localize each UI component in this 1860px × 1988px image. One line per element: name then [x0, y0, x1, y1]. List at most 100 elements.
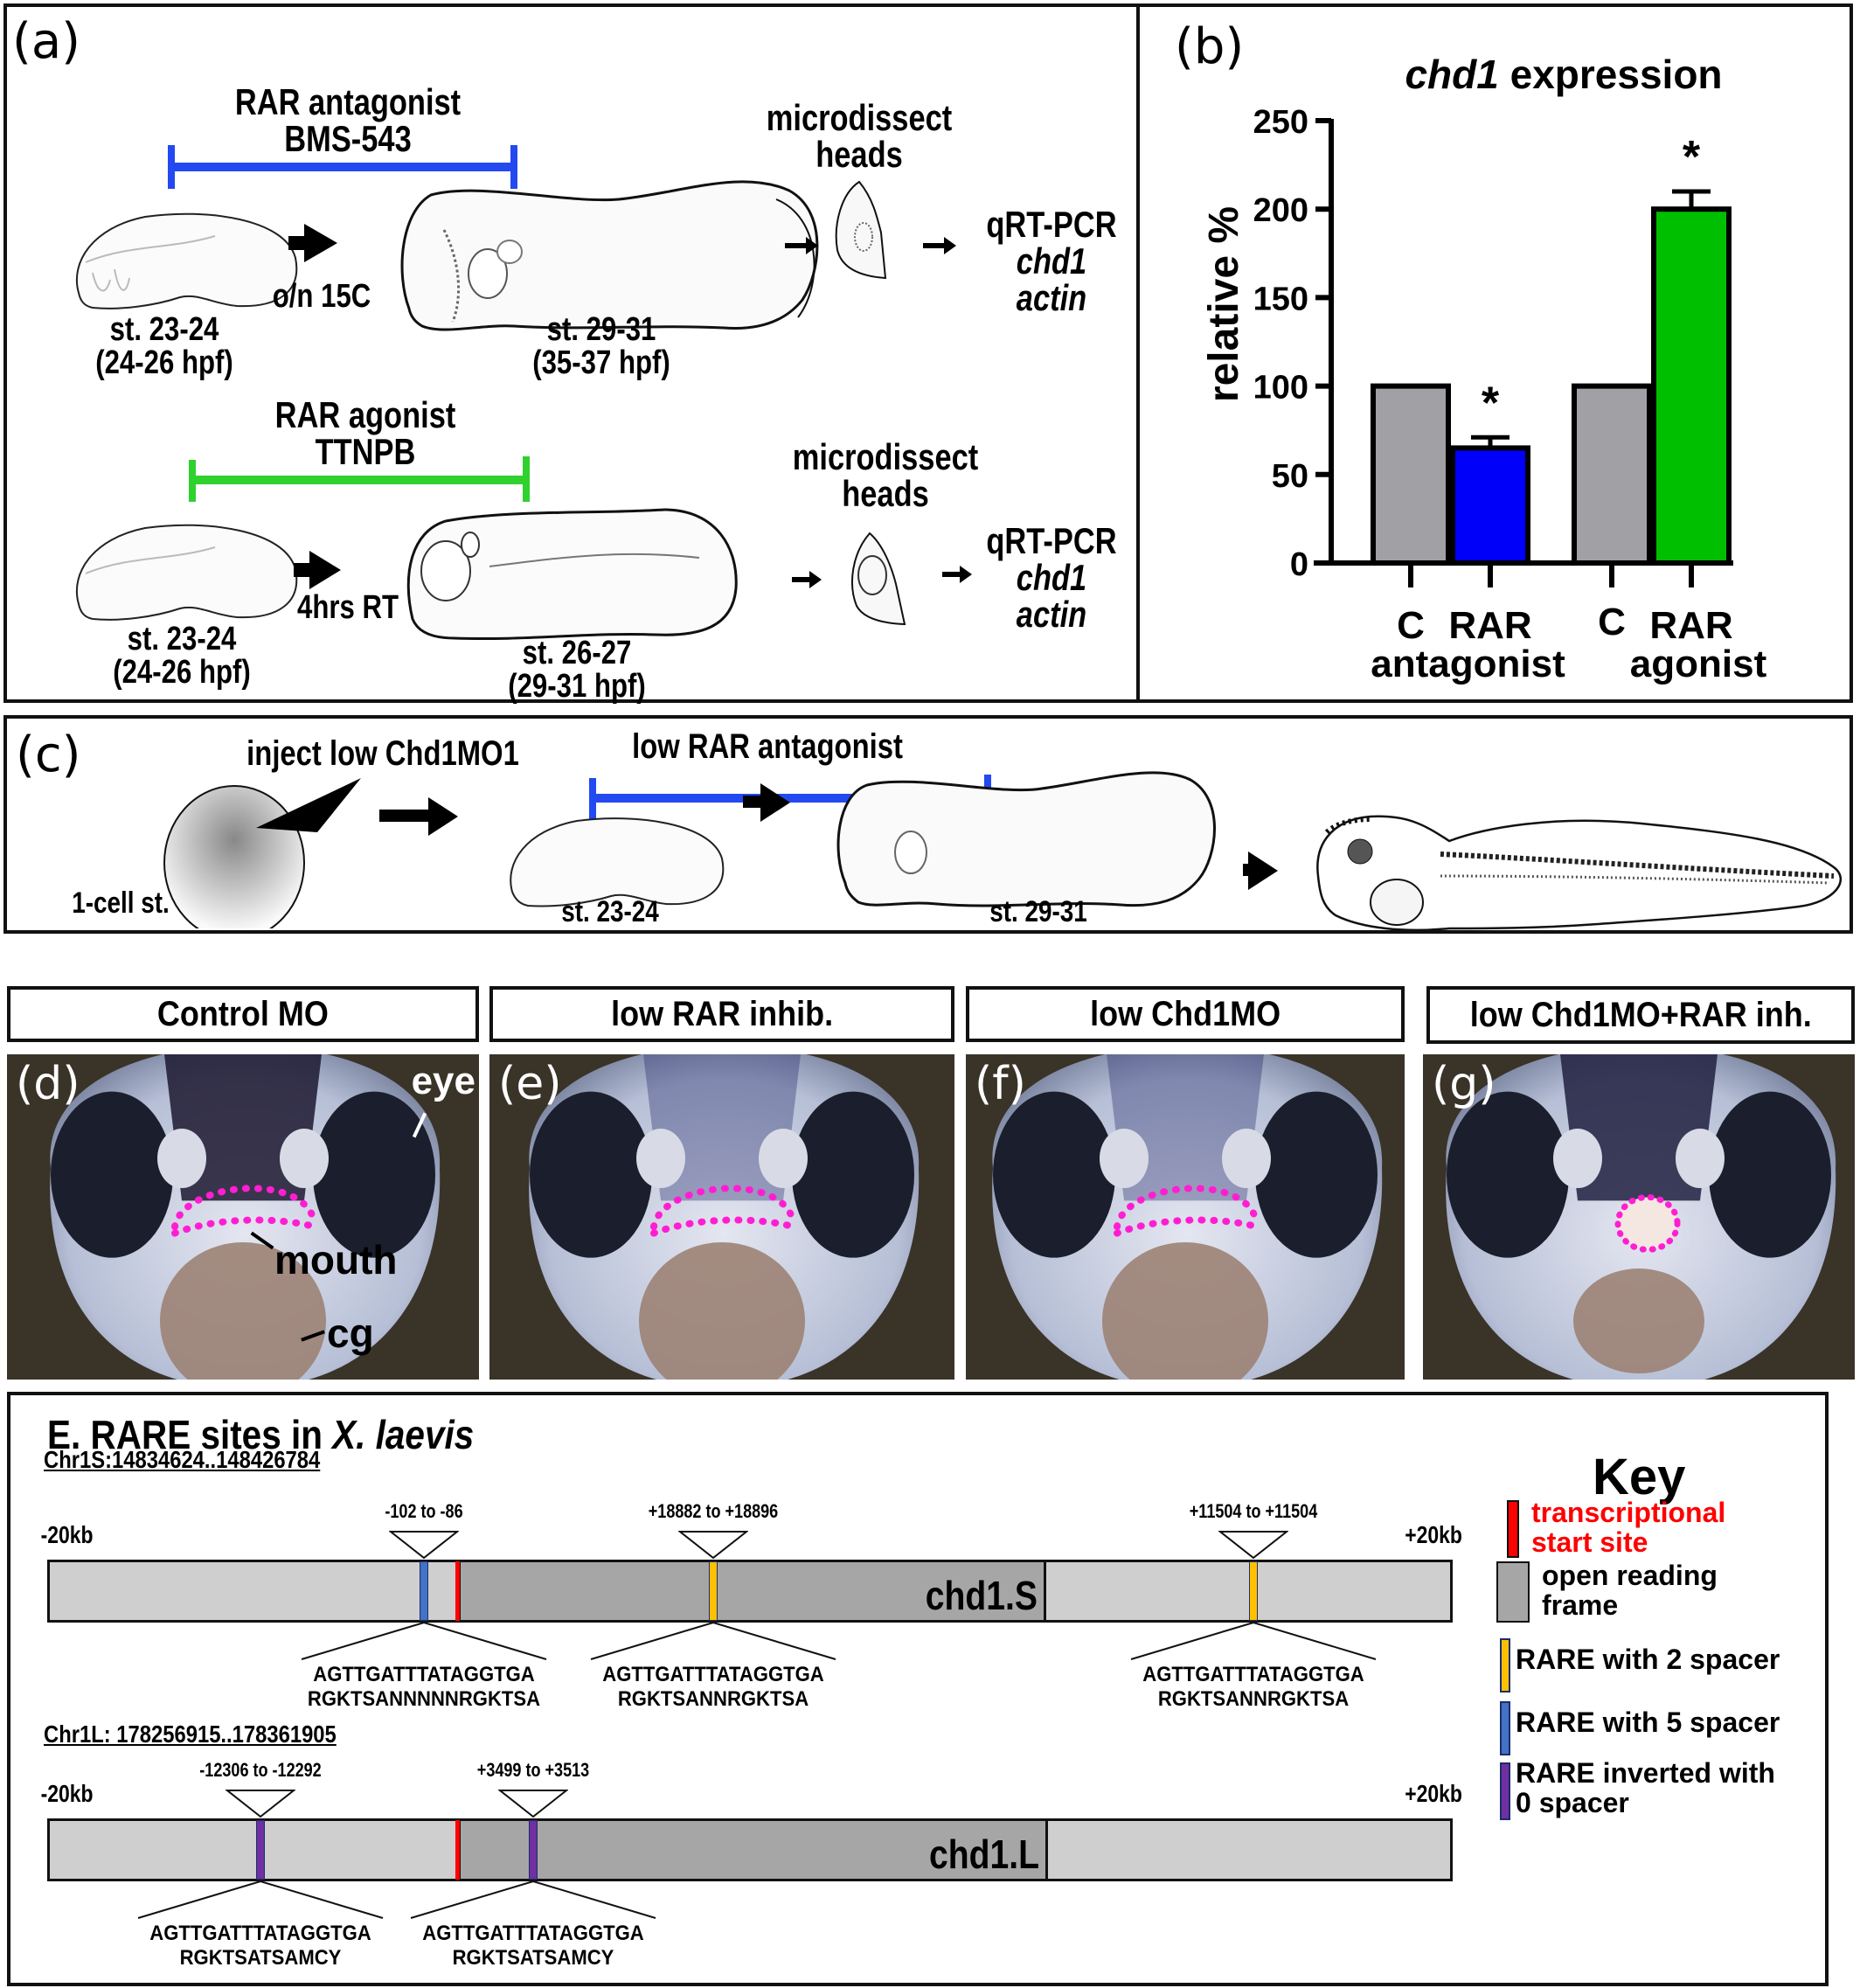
panel-c: (c) inject low Chd1MO1 low RAR antagonis… — [3, 715, 1853, 934]
chromosome-coordinates: Chr1S:14834624..148426784 — [44, 1446, 321, 1473]
low-rar-antagonist-label: low RAR antagonist — [632, 727, 903, 766]
y-axis-label: relative % — [1201, 206, 1247, 402]
embryo-photo-e: (e) — [489, 1054, 954, 1380]
embryo-photo-g: (g) — [1423, 1054, 1855, 1380]
rare-sequence-consensus: RGKTSATSAMCY — [452, 1945, 614, 1970]
end-stage-bottom: st. 26-27 (29-31 hpf) — [508, 635, 646, 705]
bar-2 — [1572, 383, 1652, 566]
rare-site-marker — [256, 1820, 266, 1880]
agonist-title: RAR agonist TTNPB — [274, 394, 456, 472]
key-label-line: transcriptional — [1531, 1497, 1726, 1528]
key-label-line: RARE with 5 spacer — [1516, 1706, 1780, 1738]
stage-1-cell: 1-cell st. — [72, 886, 170, 920]
group-label-agonist: agonist — [1630, 643, 1767, 685]
embryo-head-image — [489, 1054, 954, 1380]
embryo-st23-24-drawing — [75, 212, 298, 309]
photo-letter: (f) — [975, 1058, 1026, 1110]
rare-position-range: +3499 to +3513 — [477, 1759, 590, 1781]
embryo-photo-f: (f) — [966, 1054, 1405, 1380]
rare-position-triangle-icon — [498, 1790, 569, 1818]
header-low-chd1mo: low Chd1MO — [966, 986, 1405, 1042]
antagonist-treatment-bar — [168, 145, 517, 189]
y-tick-label: 100 — [1253, 370, 1308, 407]
rare-sequence-actual: AGTTGATTTATAGGTGA — [313, 1663, 535, 1686]
panel-a-label: (a) — [12, 13, 81, 70]
arrow-icon — [309, 551, 341, 589]
qrt-pcr-label-top: qRT-PCR chd1 actin — [986, 204, 1117, 318]
arrow-shaft — [288, 236, 306, 250]
sequence-callout-lines — [590, 1623, 836, 1660]
small-arrow-icon — [942, 572, 963, 577]
right-kb-label: +20kb — [1405, 1780, 1462, 1807]
rare-position-triangle-icon — [388, 1531, 459, 1560]
sequence-callout-lines — [301, 1623, 547, 1660]
arrow-icon — [428, 797, 458, 836]
arrow-shaft — [1243, 864, 1252, 876]
arrow-shaft — [379, 810, 430, 822]
small-arrow-head — [960, 566, 972, 583]
embryo-st23-24-drawing — [510, 817, 725, 907]
small-arrow-head — [809, 571, 822, 588]
panel-e: E. RARE sites in X. laevis Chr1S:1483462… — [7, 1392, 1829, 1986]
header-low-rar-inhib: low RAR inhib. — [489, 986, 954, 1042]
qrt-pcr-label-bottom: qRT-PCR chd1 actin — [986, 520, 1117, 635]
embryo-st29-31-drawing — [836, 771, 1216, 907]
rare-site-marker — [529, 1820, 538, 1880]
y-tick-label: 150 — [1253, 281, 1308, 317]
photo-letter: (g) — [1432, 1058, 1496, 1110]
photo-letter: (e) — [498, 1058, 562, 1110]
microdissect-label-top: microdissect heads — [766, 97, 953, 175]
open-reading-frame — [457, 1560, 1047, 1623]
y-tick-label: 250 — [1253, 104, 1308, 141]
rare-sequence-consensus: RGKTSANNRGKTSA — [1157, 1686, 1349, 1711]
small-arrow-icon — [785, 243, 809, 248]
key-label-line: start site — [1531, 1526, 1648, 1558]
dissected-head-drawing-top — [835, 180, 887, 280]
stage-23-24: st. 23-24 — [561, 895, 659, 928]
stage-29-31: st. 29-31 — [989, 895, 1087, 928]
rare-sequence-consensus: RGKTSATSAMCY — [179, 1945, 342, 1970]
panel-c-label: (c) — [16, 726, 81, 783]
arrow-icon — [1248, 852, 1278, 890]
agonist-treatment-bar — [189, 456, 530, 502]
key-swatch — [1500, 1701, 1510, 1755]
arrow-shaft — [294, 563, 311, 577]
embryo-st26-27-drawing — [406, 508, 738, 641]
chromosome-coordinates: Chr1L: 178256915..178361905 — [44, 1720, 337, 1748]
embryo-head-image — [966, 1054, 1405, 1380]
key-swatch — [1496, 1561, 1530, 1623]
y-tick-label: 0 — [1290, 546, 1308, 583]
sequence-callout-lines — [1130, 1623, 1376, 1660]
key-label-line: RARE inverted with — [1516, 1757, 1775, 1789]
embryo-st29-31-drawing — [400, 180, 819, 331]
microdissect-label-bottom: microdissect heads — [792, 436, 979, 514]
small-arrow-icon — [792, 577, 813, 582]
y-tick-label: 200 — [1253, 192, 1308, 229]
left-kb-label: -20kb — [40, 1521, 94, 1548]
inject-label: inject low Chd1MO1 — [246, 734, 519, 773]
key-label-line: open reading — [1542, 1560, 1718, 1591]
embryo-st23-24-drawing — [75, 524, 298, 621]
rare-site-marker — [1248, 1561, 1258, 1621]
sequence-callout-lines — [138, 1881, 384, 1919]
header-control-mo: Control MO — [7, 986, 479, 1042]
significance-marker: * — [1482, 378, 1500, 428]
rare-position-range: -102 to -86 — [385, 1500, 463, 1522]
open-reading-frame — [457, 1818, 1048, 1881]
left-kb-label: -20kb — [40, 1780, 94, 1807]
rare-position-triangle-icon — [226, 1790, 296, 1818]
bar-1 — [1450, 445, 1530, 566]
one-cell-egg-drawing — [163, 778, 361, 928]
key-label: RARE with 2 spacer — [1516, 1644, 1780, 1675]
key-label-line: frame — [1542, 1588, 1619, 1621]
arrow-shaft — [743, 796, 762, 808]
significance-marker: * — [1683, 132, 1701, 183]
panel-e-title: E. RARE sites in X. laevis — [47, 1412, 475, 1457]
rare-sequence-actual: AGTTGATTTATAGGTGA — [149, 1922, 372, 1945]
